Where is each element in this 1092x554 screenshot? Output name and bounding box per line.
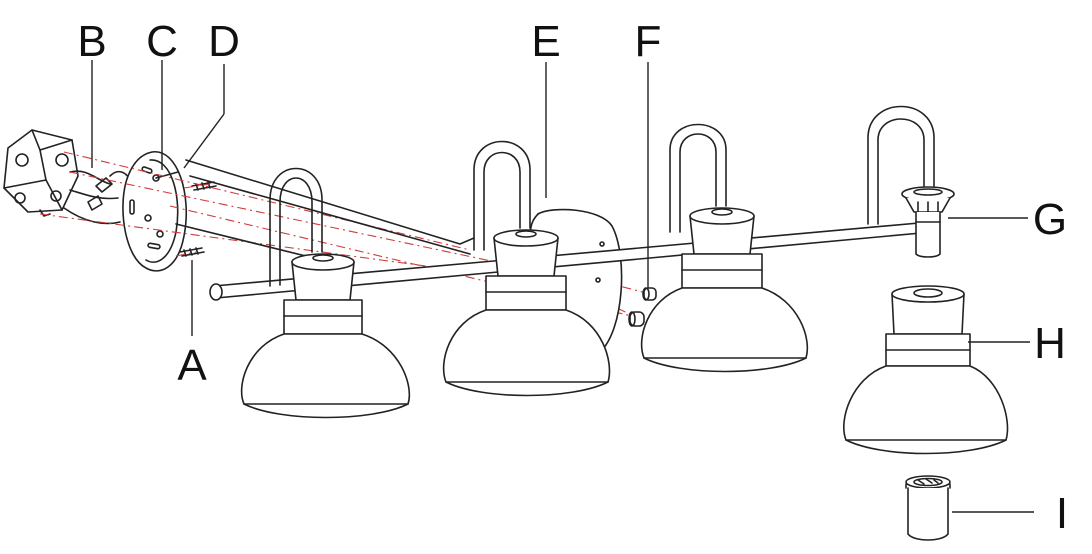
- label-g: G: [1033, 195, 1067, 244]
- mounting-screws: [179, 181, 217, 257]
- label-c: C: [146, 17, 178, 66]
- shade-2: [442, 229, 611, 397]
- label-i: I: [1056, 489, 1068, 538]
- canopy-nuts: [628, 287, 657, 327]
- shade-3: [640, 207, 808, 373]
- label-h: H: [1034, 319, 1066, 368]
- leader-lines: [91, 60, 1034, 513]
- back-channel: [175, 159, 475, 263]
- leader-d2: [183, 113, 225, 169]
- arm-3: [669, 123, 727, 233]
- label-a: A: [177, 341, 207, 390]
- glass-shade: [843, 285, 1009, 455]
- shade-1: [240, 253, 411, 419]
- arm-4: [867, 105, 935, 225]
- arm-2: [473, 140, 531, 251]
- mounting-plate: [122, 151, 188, 272]
- socket: [901, 186, 955, 258]
- label-b: B: [77, 17, 106, 66]
- callout-labels: B C D A E F G H I: [77, 17, 1068, 538]
- socket-sleeve: [905, 475, 951, 541]
- label-d: D: [208, 17, 240, 66]
- label-f: F: [635, 17, 662, 66]
- junction-box: [3, 129, 79, 217]
- arm-1: [269, 167, 323, 287]
- label-e: E: [531, 17, 560, 66]
